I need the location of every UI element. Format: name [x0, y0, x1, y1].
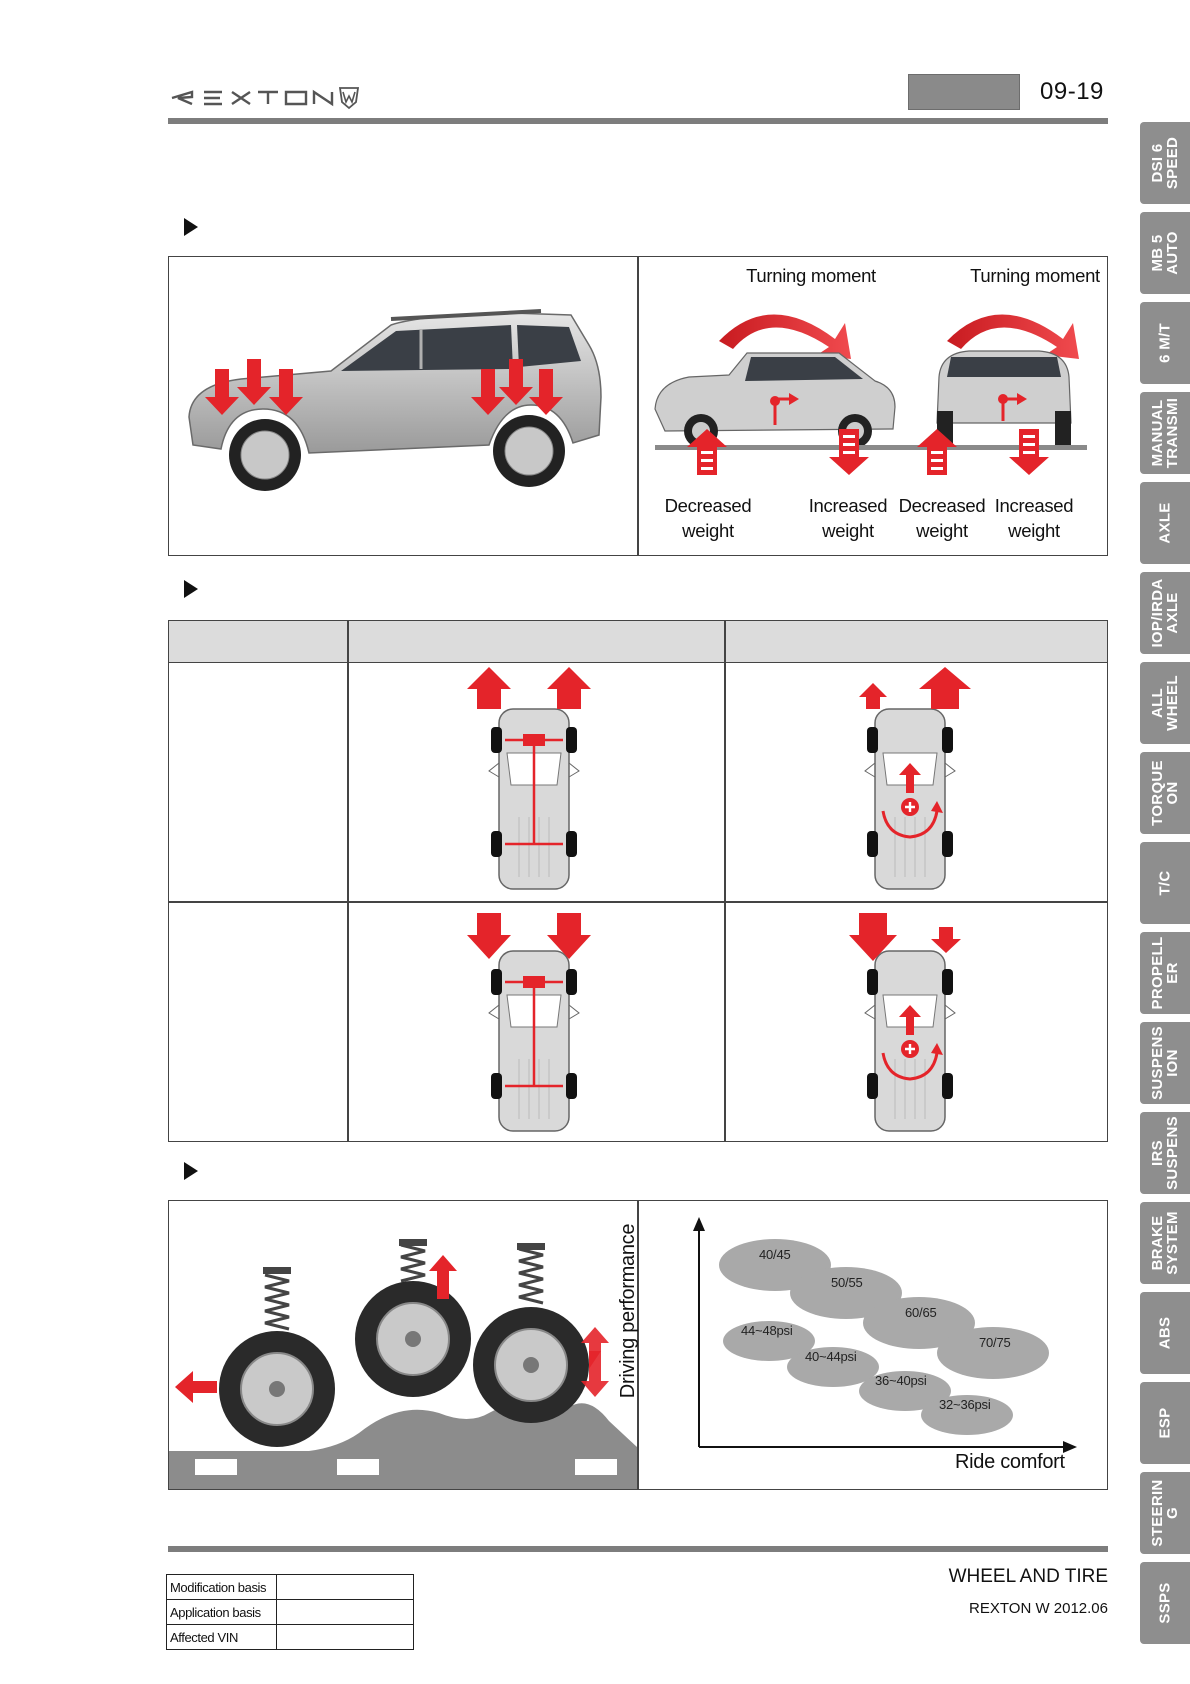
modification-basis-value — [276, 1574, 414, 1600]
tab-label: ESP — [1156, 1407, 1174, 1439]
figure-divider-2 — [637, 1201, 639, 1489]
weight-label-1: Decreased weight — [653, 493, 763, 543]
table-header — [169, 621, 1107, 663]
revision-table: Modification basis Application basis Aff… — [166, 1574, 414, 1650]
affected-vin-value — [276, 1624, 414, 1650]
ellipse-label-40-44psi: 40~44psi — [805, 1349, 857, 1364]
topview-forward-equal — [467, 667, 591, 890]
tab-brake-system[interactable]: BRAKE SYSTEM — [1140, 1202, 1190, 1284]
x-axis-title: Ride comfort — [955, 1451, 1065, 1473]
tab-all-wheel[interactable]: ALL WHEEL — [1140, 662, 1190, 744]
suv-side-illustration — [188, 309, 602, 491]
tab-abs[interactable]: ABS — [1140, 1292, 1190, 1374]
ellipse-label-70-75: 70/75 — [979, 1335, 1011, 1350]
pressure-chart — [693, 1217, 1077, 1453]
tab-label: BRAKE SYSTEM — [1149, 1211, 1181, 1275]
tab-tc[interactable]: T/C — [1140, 842, 1190, 924]
topview-braking-equal — [467, 913, 591, 1132]
table-column-divider-2 — [724, 621, 726, 1141]
tab-irs-suspension[interactable]: IRS SUSPENS — [1140, 1112, 1190, 1194]
weight-label-4: Increased weight — [979, 493, 1089, 543]
ellipse-label-32-36psi: 32~36psi — [939, 1397, 991, 1412]
weight-label-1-line2: weight — [682, 520, 734, 541]
tab-manual-transmission[interactable]: MANUAL TRANSMI — [1140, 392, 1190, 474]
tab-label: ABS — [1156, 1316, 1174, 1350]
ellipse-label-36-40psi: 36~40psi — [875, 1373, 927, 1388]
weight-label-3-line1: Decreased — [898, 495, 986, 516]
weight-label-1-line1: Decreased — [664, 495, 752, 516]
tab-label: IOP/IRDA AXLE — [1149, 578, 1181, 648]
table-row: Affected VIN — [166, 1624, 414, 1650]
topview-braking-unequal — [849, 913, 961, 1132]
page-number: 09-19 — [1040, 78, 1104, 105]
tab-label: AXLE — [1156, 502, 1174, 544]
tab-dsi-6-speed[interactable]: DSI 6 SPEED — [1140, 122, 1190, 204]
ellipse-label-60-65: 60/65 — [905, 1305, 937, 1320]
weight-transfer-figure: Turning moment Turning moment — [168, 256, 1108, 556]
tab-label: SUSPENS ION — [1149, 1026, 1181, 1100]
tire-pressure-figure: 40/45 50/55 60/65 70/75 44~48psi 40~44ps… — [168, 1200, 1108, 1490]
ellipse-label-44-48psi: 44~48psi — [741, 1323, 793, 1338]
tab-label: 6 M/T — [1156, 323, 1174, 363]
weight-label-2-line2: weight — [822, 520, 874, 541]
tab-mb-5-auto[interactable]: MB 5 AUTO — [1140, 212, 1190, 294]
header-rule — [168, 118, 1108, 124]
turning-moment-illustration — [654, 314, 1087, 450]
footer-rule — [168, 1546, 1108, 1552]
ellipse-label-50-55: 50/55 — [831, 1275, 863, 1290]
y-axis-title: Driving performance — [617, 1223, 639, 1399]
tab-label: DSI 6 SPEED — [1149, 136, 1181, 190]
load-distribution-table — [168, 620, 1108, 1142]
ellipse-label-40-45: 40/45 — [759, 1247, 791, 1262]
tab-label: ALL WHEEL — [1149, 675, 1181, 731]
tab-axle[interactable]: AXLE — [1140, 482, 1190, 564]
tab-ssps[interactable]: SSPS — [1140, 1562, 1190, 1644]
topview-forward-unequal — [859, 667, 971, 890]
table-row-divider — [169, 901, 1107, 903]
figure-divider — [637, 257, 639, 555]
turning-moment-label-right: Turning moment — [970, 265, 1100, 286]
tab-label: STEERIN G — [1149, 1479, 1181, 1547]
modification-basis-label: Modification basis — [166, 1574, 277, 1600]
table-row: Application basis — [166, 1599, 414, 1625]
tab-steering[interactable]: STEERIN G — [1140, 1472, 1190, 1554]
tab-propeller[interactable]: PROPELL ER — [1140, 932, 1190, 1014]
tab-6-mt[interactable]: 6 M/T — [1140, 302, 1190, 384]
section-bullet-3 — [184, 1162, 198, 1180]
tab-label: MANUAL TRANSMI — [1149, 397, 1181, 469]
tab-label: TORQUE ON — [1149, 760, 1181, 826]
affected-vin-label: Affected VIN — [166, 1624, 277, 1650]
weight-label-3: Decreased weight — [887, 493, 997, 543]
section-bullet-1 — [184, 218, 198, 236]
tab-suspension[interactable]: SUSPENS ION — [1140, 1022, 1190, 1104]
weight-arrows — [687, 429, 1049, 475]
table-row: Modification basis — [166, 1574, 414, 1600]
weight-label-4-line2: weight — [1008, 520, 1060, 541]
weight-label-2: Increased weight — [793, 493, 903, 543]
weight-label-4-line1: Increased — [994, 495, 1074, 516]
model-version: REXTON W 2012.06 — [969, 1600, 1108, 1617]
tab-label: T/C — [1156, 870, 1174, 896]
application-basis-label: Application basis — [166, 1599, 277, 1625]
tab-iop-irda-axle[interactable]: IOP/IRDA AXLE — [1140, 572, 1190, 654]
tab-label: PROPELL ER — [1149, 936, 1181, 1010]
tab-esp[interactable]: ESP — [1140, 1382, 1190, 1464]
chapter-title: WHEEL AND TIRE — [948, 1566, 1108, 1587]
table-column-divider-1 — [347, 621, 349, 1141]
weight-label-3-line2: weight — [916, 520, 968, 541]
application-basis-value — [276, 1599, 414, 1625]
weight-label-2-line1: Increased — [808, 495, 888, 516]
tab-label: SSPS — [1156, 1582, 1174, 1624]
tab-torque-on[interactable]: TORQUE ON — [1140, 752, 1190, 834]
tab-label: IRS SUSPENS — [1149, 1116, 1181, 1190]
section-bullet-2 — [184, 580, 198, 598]
tire-road-illustration — [169, 1239, 637, 1489]
turning-moment-label-left: Turning moment — [746, 265, 876, 286]
header-section-box — [908, 74, 1020, 110]
tab-label: MB 5 AUTO — [1149, 231, 1181, 275]
rexton-logo — [171, 87, 360, 110]
